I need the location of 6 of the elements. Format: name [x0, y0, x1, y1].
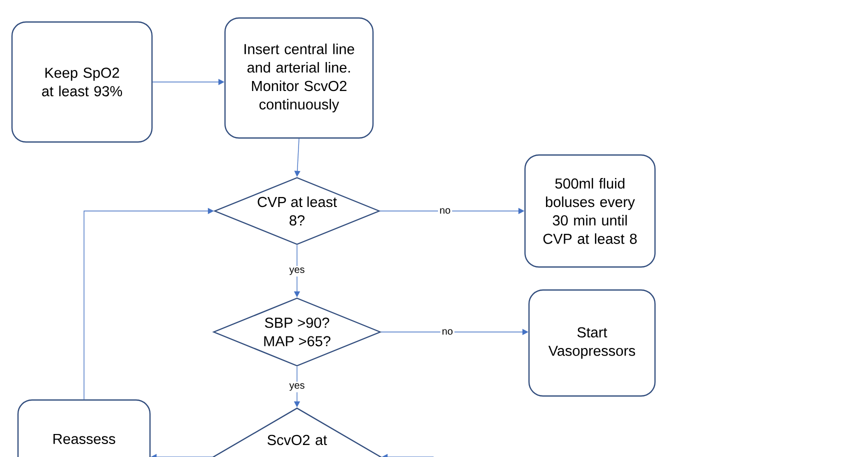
process-box: Reassess: [17, 399, 151, 457]
process-box: Insert central line and arterial line. Monitor ScvO2 continuously: [224, 17, 374, 139]
edge-label: yes: [288, 266, 306, 276]
process-box: Keep SpO2 at least 93%: [11, 21, 153, 143]
process-box: Start Vasopressors: [528, 289, 656, 397]
process-box: 500ml fluid boluses every 30 min until CVP at least 8: [524, 154, 656, 268]
